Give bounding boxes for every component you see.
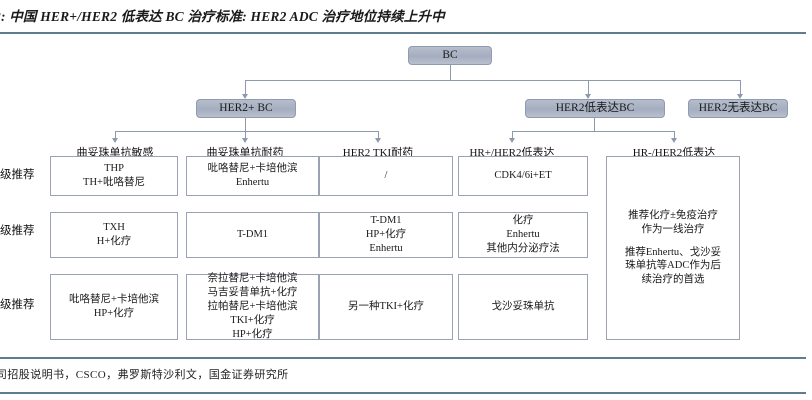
cell-line: TKI+化疗 [230, 314, 275, 326]
cell-line: Enhertu [506, 229, 540, 241]
connector-her2pos-col1 [115, 131, 117, 140]
row-label-2: 级推荐 [0, 225, 35, 237]
arrow-to-her2pos [241, 94, 248, 99]
connector-her2low-bus [512, 130, 675, 132]
arrow-col-trastuzumab-resistant [241, 138, 248, 143]
cell-line: CDK4/6i+ET [494, 170, 552, 182]
cell-line: 续治疗的首选 [641, 274, 705, 286]
source-note: 司招股说明书，CSCO，弗罗斯特沙利文，国金证券研究所 [0, 369, 289, 381]
connector-her2pos-stem [245, 118, 247, 131]
connector-root-stem [449, 65, 451, 80]
connector-her2low-stem [594, 118, 596, 131]
arrow-col-trastuzumab-sensitive [111, 138, 118, 143]
title-divider [0, 32, 806, 34]
cell-line: 戈沙妥珠单抗 [491, 301, 555, 313]
node-her2-positive-bc[interactable]: HER2+ BC [196, 99, 296, 118]
cell-line: 化疗 [512, 215, 534, 227]
arrow-col-tki-resistant [374, 138, 381, 143]
cell-line: Enhertu [235, 177, 270, 188]
arrow-col-hr-pos-her2-low [508, 138, 515, 143]
connector-her2low-col4 [512, 131, 514, 140]
cell-line: 马吉妥昔单抗+化疗 [207, 287, 298, 299]
node-her2-low-bc-label: HER2低表达BC [555, 102, 635, 115]
table-cell-r1c2[interactable]: 吡咯替尼+卡培他滨 Enhertu [186, 156, 319, 196]
cell-line: HP+化疗 [93, 308, 135, 319]
cell-line: 其他内分泌疗法 [486, 242, 560, 254]
node-her2-positive-bc-label: HER2+ BC [219, 102, 273, 115]
table-cell-r2c1[interactable]: TXH H+化疗 [50, 212, 178, 258]
cell-line: TH+吡咯替尼 [83, 177, 145, 188]
table-cell-r1c1[interactable]: THP TH+吡咯替尼 [50, 156, 178, 196]
cell-paragraph: 推荐化疗±免疫治疗作为一线治疗 [628, 209, 718, 237]
table-cell-r1c4[interactable]: CDK4/6i+ET [458, 156, 588, 196]
cell-line: H+化疗 [96, 236, 132, 247]
connector-to-her2neg [740, 80, 742, 96]
cell-line: Enhertu [369, 242, 403, 254]
cell-line: 推荐化疗±免疫治疗 [628, 209, 718, 221]
table-cell-r3c4[interactable]: 戈沙妥珠单抗 [458, 274, 588, 340]
arrow-to-her2low [584, 94, 591, 99]
connector-root-bus [245, 79, 741, 81]
connector-her2pos-bus [115, 130, 379, 132]
cell-line: TXH [103, 222, 125, 234]
connector-to-her2pos [245, 80, 247, 96]
footer-divider-bottom [0, 392, 806, 394]
cell-line: 珠单抗等ADC作为后 [625, 260, 721, 272]
arrow-to-her2neg [736, 94, 743, 99]
footer-divider-top [0, 357, 806, 359]
table-cell-col5-merged[interactable]: 推荐化疗±免疫治疗作为一线治疗推荐Enhertu、戈沙妥珠单抗等ADC作为后续治… [606, 156, 740, 340]
figure-title-bar: 2: 中国 HER+/HER2 低表达 BC 治疗标准: HER2 ADC 治疗… [0, 4, 812, 34]
table-cell-r3c1[interactable]: 吡咯替尼+卡培他滨 HP+化疗 [50, 274, 178, 340]
node-root-bc[interactable]: BC [408, 46, 492, 65]
cell-line: 拉帕替尼+卡培他滨 [207, 301, 298, 313]
cell-paragraph: 推荐Enhertu、戈沙妥珠单抗等ADC作为后续治疗的首选 [625, 246, 721, 288]
cell-line: 吡咯替尼+卡培他滨 [69, 294, 159, 306]
connector-her2low-col5 [674, 131, 676, 140]
cell-line: 推荐Enhertu、戈沙妥 [624, 246, 722, 258]
cell-line: 另一种TKI+化疗 [348, 301, 424, 313]
cell-line: 作为一线治疗 [641, 223, 705, 235]
node-root-bc-label: BC [442, 49, 458, 62]
node-her2-zero-bc-label: HER2无表达BC [698, 102, 778, 115]
table-cell-r1c3[interactable]: / [319, 156, 453, 196]
cell-line: 吡咯替尼+卡培他滨 [207, 163, 298, 175]
connector-her2pos-col2 [245, 131, 247, 140]
node-her2-zero-bc[interactable]: HER2无表达BC [688, 99, 788, 118]
cell-line: HP+化疗 [232, 328, 273, 340]
cell-line: HP+化疗 [365, 229, 407, 241]
cell-line: / [384, 170, 388, 182]
node-her2-low-bc[interactable]: HER2低表达BC [525, 99, 665, 118]
connector-her2pos-col3 [378, 131, 380, 140]
table-cell-r2c2[interactable]: T-DM1 [186, 212, 319, 258]
cell-line: THP [104, 163, 124, 175]
table-cell-r3c3[interactable]: 另一种TKI+化疗 [319, 274, 453, 340]
cell-line: T-DM1 [236, 229, 269, 241]
row-label-3: 级推荐 [0, 299, 35, 311]
cell-line: 奈拉替尼+卡培他滨 [207, 273, 298, 285]
row-label-1: 级推荐 [0, 169, 35, 181]
arrow-col-hr-neg-her2-low [670, 138, 677, 143]
connector-to-her2low [588, 80, 590, 96]
page-title: 2: 中国 HER+/HER2 低表达 BC 治疗标准: HER2 ADC 治疗… [0, 9, 445, 24]
cell-line: T-DM1 [370, 215, 402, 227]
